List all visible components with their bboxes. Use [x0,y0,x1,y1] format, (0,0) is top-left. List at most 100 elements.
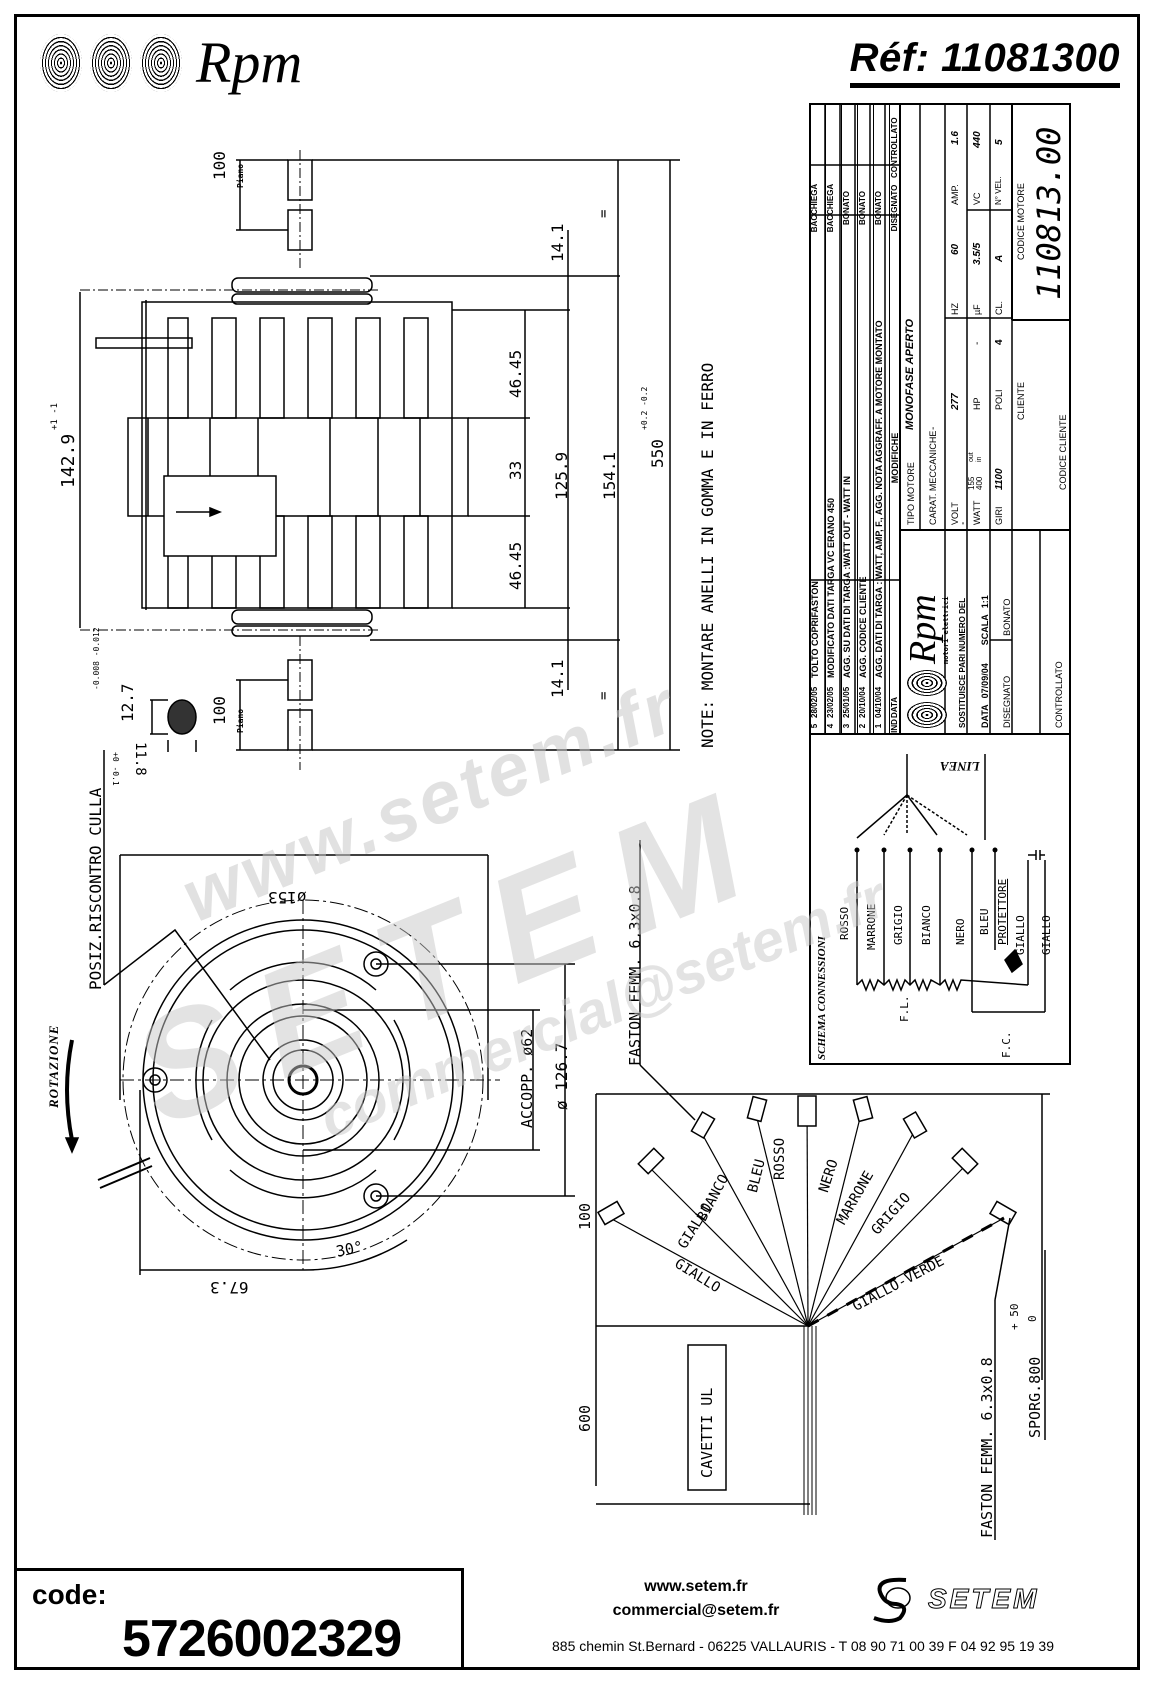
rpm-logo: Rpm [40,28,302,98]
sostituisce-field: SOSTITUISCE PARI NUMERO DEL - [958,522,967,728]
dim-lead-length: 100 [576,1202,594,1230]
hz-value: 60 [950,243,961,255]
dim-end-offset-bottom: 14.1 [548,659,567,698]
faston-label-bottom: FASTON FEMM. 6.3x0.8 [978,1357,996,1538]
giri-value: 1100 [994,468,1005,490]
vc-value: 440 [972,131,983,148]
dim-shaft-diameter: 12.7 [118,683,137,722]
dim-accopp: ACCOPP. ø62 [518,1028,536,1128]
sporg-tol-minus: 0 [1026,1315,1039,1322]
drawing-sheet [14,14,1140,1670]
dim-mount-span: 125.9 [552,451,571,500]
revision-table: 5 28/02/05 TOLTO COPRIFASTON BACCHIEGA 4… [810,104,900,734]
dim-cable-length: 600 [576,1404,594,1432]
dim-outer-diameter: ø153 [268,888,307,907]
equal-mark-top: = [596,209,612,218]
schema-lead-label: NERO [954,918,967,946]
watt-label: WATT [972,500,982,526]
revision-row: 4 23/02/05 MODIFICATO DATI TARGA VC ERAN… [826,104,842,734]
dim-overall-tol: +0.2 -0.2 [640,386,649,430]
brand-name: Rpm [196,30,303,95]
faston-label-top: FASTON FEMM. 6.3x0.8 [626,885,644,1066]
hp-value: - [972,341,983,345]
equal-mark-bottom: = [596,691,612,700]
schema-lead-label: PROTETTORE [996,878,1009,945]
amp-label: AMP. [950,184,960,205]
hp-label: HP [972,397,982,410]
coil-icon [907,670,947,696]
schema-lead-label: GRIGIO [892,905,905,945]
poli-label: POLI [994,389,1004,410]
checked-by-field: CONTROLLATO [1054,661,1064,728]
nvel-label: N° VEL. [994,176,1003,205]
schema-lead-label: BLEU [978,908,991,936]
contact-block: www.setem.fr commercial@setem.fr SETEM 8… [466,1568,1140,1670]
website-link[interactable]: www.setem.fr [644,1578,748,1595]
revision-row: 5 28/02/05 TOLTO COPRIFASTON BACCHIEGA [810,104,826,734]
dim-bolt-circle: ø 126.7 [552,1042,571,1110]
dim-shaft-flat-bottom: 100 [210,696,229,725]
schema-lead-label: GIALLO [1014,915,1027,955]
wire-label: ROSSO [772,1137,788,1180]
cliente-label: CLIENTE [1016,381,1026,420]
vc-label: VC [972,192,982,205]
company-logo-block: Rpm motori elettrici [902,528,984,728]
amp-value: 1.6 [950,131,961,145]
dim-offset: 67.3 [210,1278,249,1297]
setem-swirl-icon [873,1577,911,1623]
dim-shaft-diameter-tol: -0.008 -0.012 [92,627,101,690]
cable-type-label: CAVETTI UL [698,1387,716,1478]
giri-label: GIRI [994,506,1004,525]
uf-label: µF [972,304,982,315]
dim-shaft-flat: 11.8 [132,742,148,776]
revision-row: 2 20/10/04 AGG. CODICE CLIENTE BONATO [858,104,874,734]
linea-label: LINEA [940,759,980,774]
coil-icon [90,34,132,92]
schema-lead-label: ROSSO [838,906,851,940]
setem-logo: SETEM [866,1574,1039,1624]
rotation-label: ROTAZIONE [46,1024,61,1108]
schema-lead-label: MARRONE [865,903,878,950]
code-label: code: [32,1579,107,1610]
label-piano-top: Piano [236,163,245,188]
hz-label: HZ [950,303,960,315]
code-value: 5726002329 [122,1610,402,1668]
fc-label: F.C. [1000,1031,1013,1059]
address: 885 chemin St.Bernard - 06225 VALLAURIS … [552,1638,1054,1654]
dim-ring-span: 154.1 [600,451,619,500]
schema-lead-label: GIALLO [1040,915,1053,955]
date-scale-field: DATA 07/09/04 SCALA 1:1 [980,595,990,728]
email-link[interactable]: commercial@setem.fr [612,1602,780,1619]
dim-section-a: 46.45 [506,349,525,398]
nvel-value: 5 [994,139,1005,145]
cl-value: A [994,254,1005,262]
fl-label: F.L. [898,995,911,1023]
tipo-motore-label: TIPO MOTORE [906,462,916,525]
sporg-tol-plus: + 50 [1008,1303,1021,1331]
tipo-motore-value: MONOFASE APERTO [904,318,916,430]
dim-shaft-flat-top: 100 [210,151,229,180]
code-box: code: 5726002329 [14,1568,464,1670]
dim-section-b: 33 [506,460,525,480]
volt-label: VOLT [950,502,960,525]
dim-body-length: 142.9 [58,433,79,488]
dim-section-c: 46.45 [506,541,525,590]
revision-row: 1 04/10/04 AGG. DATI DI TARGA : WATT, AM… [874,104,890,734]
carat-label: CARAT. MECCANICHE [928,430,938,525]
carat-value: - [928,426,939,430]
volt-value: 277 [950,393,961,410]
dim-shaft-flat-tol: +0 -0.1 [111,752,120,786]
footer: code: 5726002329 www.setem.fr commercial… [14,1568,1140,1670]
codice-motore-label: CODICE MOTORE [1016,183,1026,260]
dim-overall: 550 [648,439,667,468]
sporg-label: SPORG.800 [1026,1356,1044,1438]
codice-cliente-label: CODICE CLIENTE [1058,414,1068,490]
uf-value: 3.5/5 [972,242,983,265]
revision-row: 3 25/01/05 AGG. SU DATI DI TARGA :WATT O… [842,104,858,734]
coil-icon [907,702,947,728]
codice-motore-value: 110813.00 [1030,126,1068,300]
coil-icon [40,34,82,92]
